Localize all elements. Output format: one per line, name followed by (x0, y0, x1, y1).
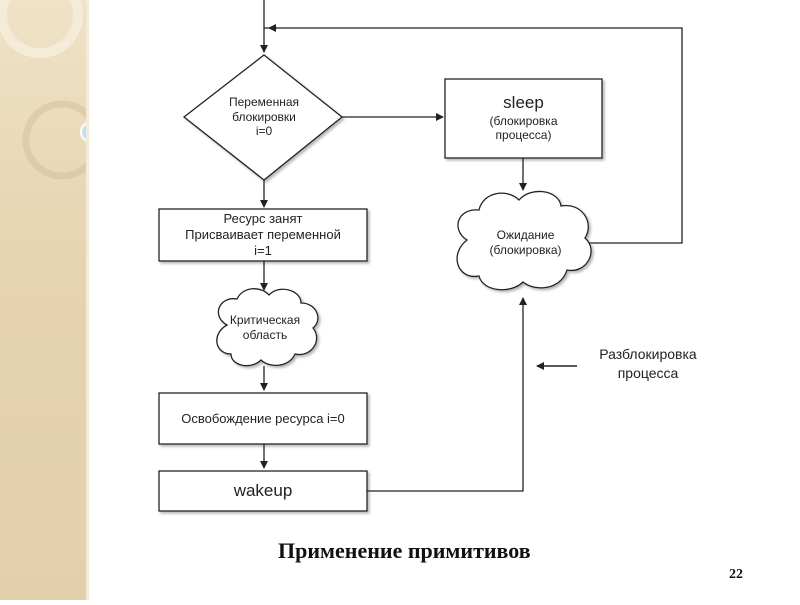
decision-line-1: Переменная (229, 95, 299, 110)
waiting-line-1: Ожидание (496, 228, 555, 243)
sleep-text: sleep (блокировка процесса) (445, 84, 602, 152)
sleep-box (444, 78, 603, 159)
wakeup-text: wakeup (159, 471, 367, 511)
unblock-note-line-1: Разблокировка (599, 346, 697, 362)
flowchart: Переменная блокировки i=0 sleep (блокиро… (157, 0, 687, 520)
side-band-edge (86, 0, 89, 600)
critical-cloud (216, 288, 319, 367)
sleep-line-1: sleep (503, 93, 544, 112)
arrow-wakeup-to-waiting (367, 297, 527, 492)
waiting-cloud (456, 190, 592, 291)
critical-text: Критическая область (217, 306, 313, 350)
arrow-loop-back (264, 27, 683, 244)
decision-text: Переменная блокировки i=0 (204, 88, 324, 146)
release-text: Освобождение ресурса i=0 (159, 393, 367, 444)
unblock-note: Разблокировка процесса (578, 345, 718, 383)
decision-line-2: блокировки (232, 109, 296, 124)
slide-caption: Применение примитивов (278, 538, 531, 563)
unblock-note-line-2: процесса (617, 364, 679, 381)
waiting-text: Ожидание (блокировка) (463, 218, 588, 268)
resource-busy-line-2: Присваивает переменной (185, 227, 341, 243)
resource-busy-text: Ресурс занят Присваивает переменной i=1 (159, 209, 367, 261)
release-line-1: Освобождение ресурса i=0 (181, 410, 345, 426)
resource-busy-box (158, 208, 368, 262)
critical-line-1: Критическая (229, 313, 301, 328)
wakeup-box (158, 470, 368, 512)
waiting-line-2: (блокировка) (489, 243, 562, 257)
decision-line-3: i=0 (255, 124, 273, 139)
decorative-bubbles (0, 0, 108, 180)
wakeup-line-1: wakeup (233, 480, 293, 500)
flowchart-lines (158, 0, 683, 512)
decorative-side-band (0, 0, 108, 600)
resource-busy-line-1: Ресурс занят (223, 211, 303, 227)
resource-busy-line-3: i=1 (254, 242, 272, 258)
critical-line-2: область (242, 328, 288, 342)
sleep-line-3: процесса) (495, 128, 552, 143)
sleep-line-2: (блокировка (489, 113, 558, 128)
release-box (158, 392, 368, 445)
page-number: 22 (729, 567, 743, 582)
